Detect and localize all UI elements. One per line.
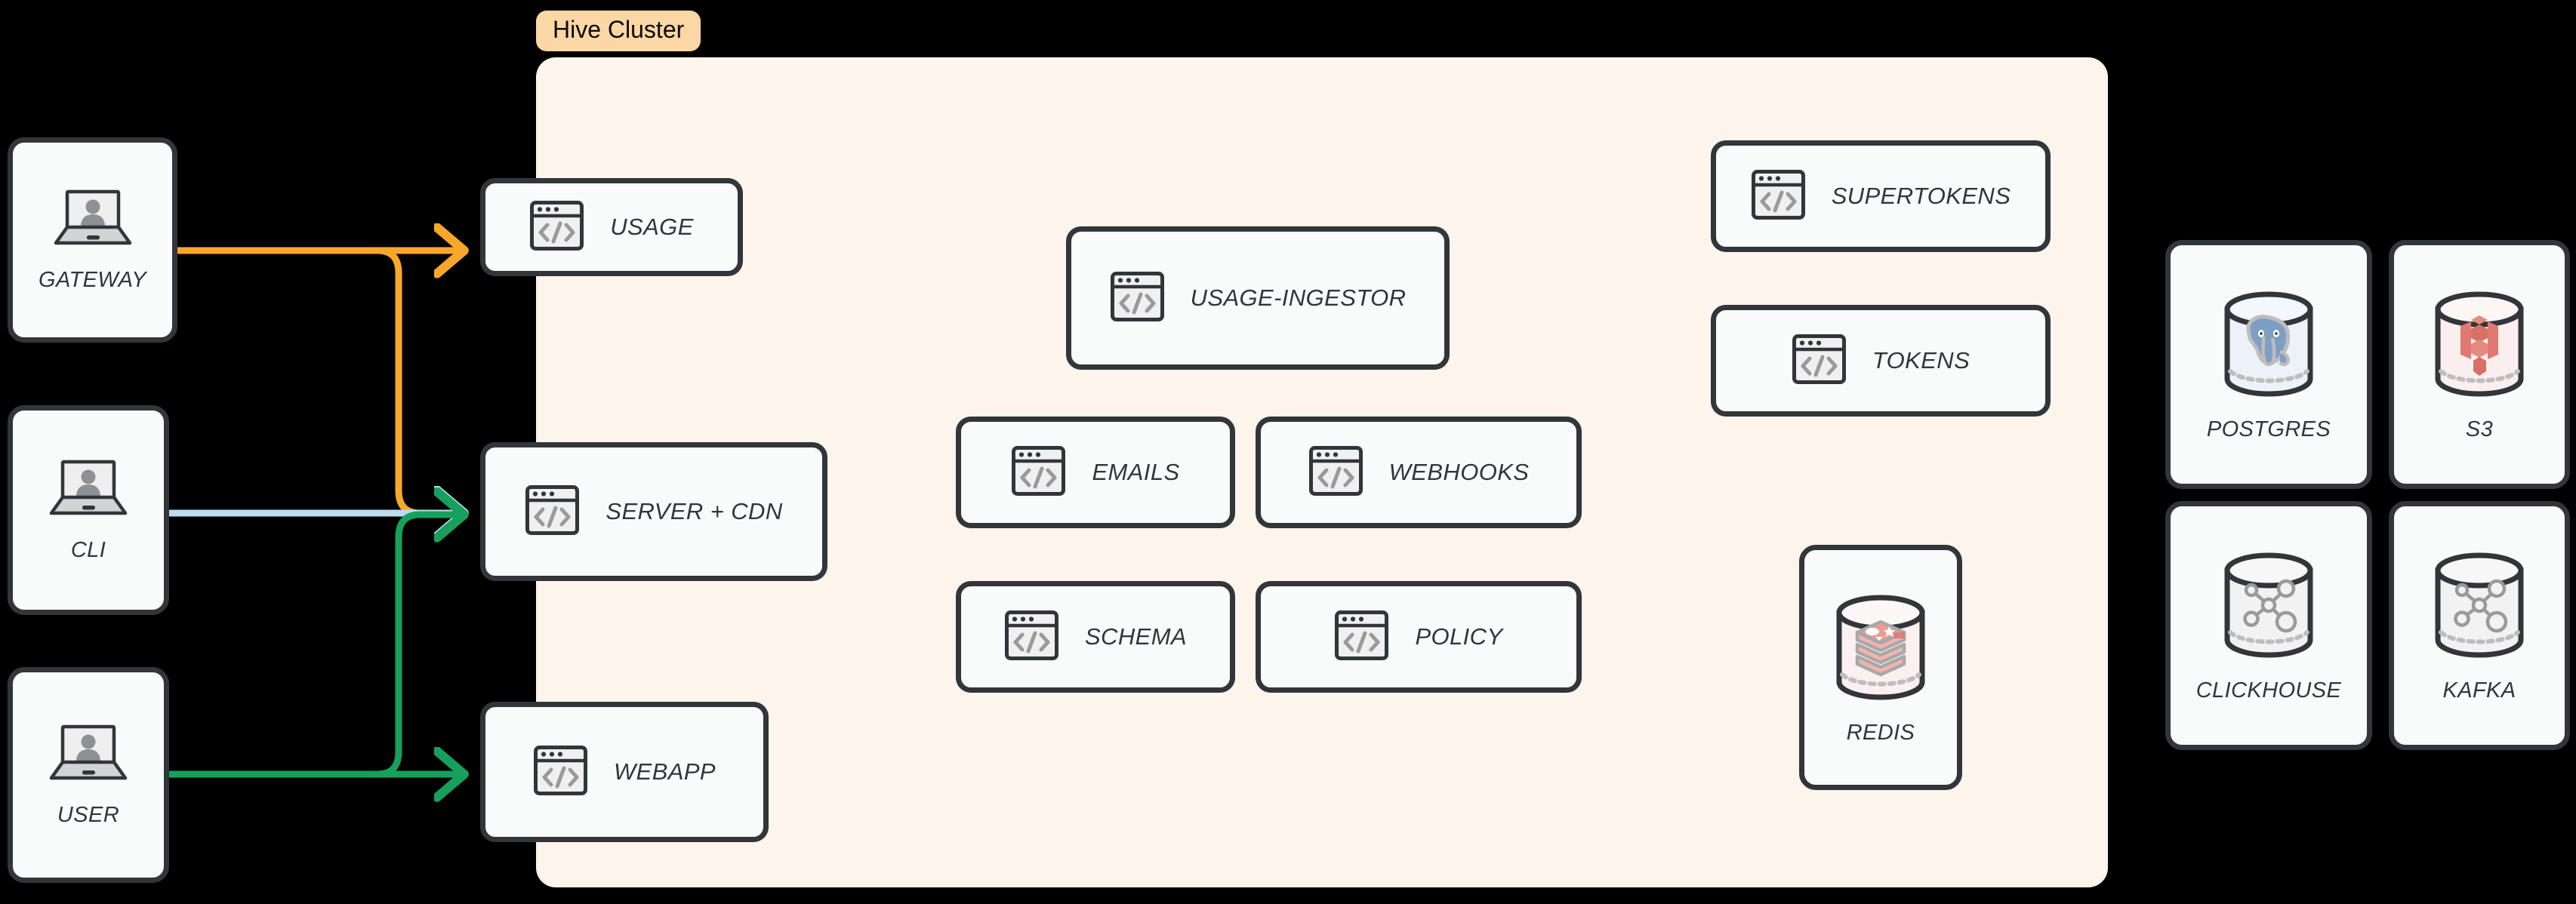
service-node-webhooks[interactable]: WEBHOOKS	[1256, 417, 1582, 528]
datastore-label-postgres: POSTGRES	[2206, 417, 2331, 441]
datastore-label-clickhouse: CLICKHOUSE	[2195, 678, 2342, 703]
hive-cluster-badge: Hive Cluster	[536, 11, 701, 51]
code-window-icon	[1792, 334, 1847, 389]
code-window-icon	[525, 484, 580, 540]
datastore-label-s3: S3	[2465, 417, 2494, 441]
service-node-tokens[interactable]: TOKENS	[1711, 305, 2051, 417]
database-nodes-icon	[2217, 548, 2321, 666]
service-label-webapp: WEBAPP	[613, 758, 716, 785]
service-label-tokens: TOKENS	[1872, 347, 1971, 374]
datastore-node-s3[interactable]: S3	[2389, 240, 2570, 489]
service-label-emails: EMAILS	[1092, 459, 1180, 485]
datastore-label-redis: REDIS	[1846, 720, 1915, 745]
laptop-user-icon	[46, 722, 131, 789]
datastore-node-kafka[interactable]: KAFKA	[2389, 501, 2570, 750]
code-window-icon	[1334, 610, 1389, 665]
code-window-icon	[533, 745, 588, 800]
database-redis-icon	[1829, 590, 1933, 709]
client-label-cli: CLI	[70, 538, 106, 562]
service-node-policy[interactable]: POLICY	[1256, 581, 1582, 693]
service-node-usage-ingestor[interactable]: USAGE-INGESTOR	[1066, 226, 1450, 370]
client-node-user[interactable]: USER	[8, 667, 169, 883]
client-label-user: USER	[57, 803, 120, 827]
service-node-schema[interactable]: SCHEMA	[956, 581, 1235, 693]
service-label-webhooks: WEBHOOKS	[1388, 459, 1530, 485]
service-label-usage-ingestor: USAGE-INGESTOR	[1190, 284, 1407, 311]
client-node-gateway[interactable]: GATEWAY	[8, 137, 177, 343]
database-nodes-icon	[2427, 548, 2531, 666]
service-label-usage: USAGE	[610, 214, 694, 240]
service-node-server-cdn[interactable]: SERVER + CDN	[480, 442, 827, 581]
datastore-node-clickhouse[interactable]: CLICKHOUSE	[2165, 501, 2372, 750]
code-window-icon	[1110, 271, 1165, 326]
code-window-icon	[529, 200, 584, 255]
code-window-icon	[1751, 169, 1806, 224]
laptop-user-icon	[46, 457, 131, 524]
service-node-webapp[interactable]: WEBAPP	[480, 702, 769, 842]
datastore-node-postgres[interactable]: POSTGRES	[2165, 240, 2372, 489]
service-node-usage[interactable]: USAGE	[480, 178, 743, 276]
database-postgres-icon	[2217, 287, 2321, 405]
service-node-supertokens[interactable]: SUPERTOKENS	[1711, 140, 2051, 252]
database-s3-icon	[2427, 287, 2531, 405]
datastore-node-redis[interactable]: REDIS	[1799, 545, 1962, 790]
client-label-gateway: GATEWAY	[39, 268, 146, 292]
service-label-server-cdn: SERVER + CDN	[605, 498, 783, 524]
service-label-schema: SCHEMA	[1084, 623, 1188, 650]
laptop-user-icon	[51, 187, 135, 254]
client-node-cli[interactable]: CLI	[8, 405, 169, 615]
code-window-icon	[1004, 610, 1059, 665]
service-label-policy: POLICY	[1415, 623, 1503, 650]
service-label-supertokens: SUPERTOKENS	[1831, 183, 2011, 209]
code-window-icon	[1011, 445, 1066, 500]
datastore-label-kafka: KAFKA	[2442, 678, 2516, 703]
service-node-emails[interactable]: EMAILS	[956, 417, 1235, 528]
code-window-icon	[1308, 445, 1363, 500]
